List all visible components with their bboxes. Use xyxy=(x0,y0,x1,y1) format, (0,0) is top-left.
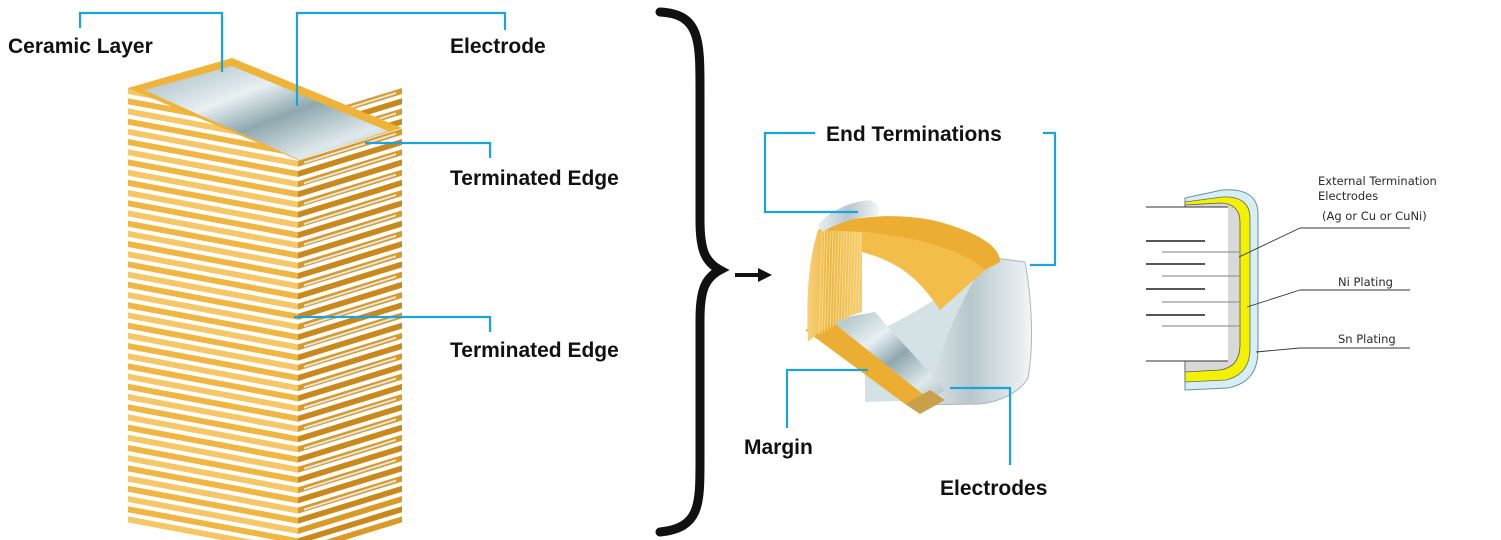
stack-sheet xyxy=(128,506,402,540)
stack-sheet xyxy=(128,373,402,412)
stack-sheet xyxy=(128,414,402,453)
stack-sheet xyxy=(128,302,402,341)
label-sn-plating: Sn Plating xyxy=(1338,332,1396,346)
stack-sheet xyxy=(128,363,402,402)
stack-sheet xyxy=(128,516,402,540)
label-ceramic-layer: Ceramic Layer xyxy=(8,35,153,58)
callout-terminated-edge-1 xyxy=(365,141,492,158)
stack-sheet xyxy=(128,179,402,218)
ceramic-body xyxy=(1146,207,1228,361)
callout-terminated-edge-2 xyxy=(294,315,492,332)
stack-sheet xyxy=(128,190,402,228)
stack-sheet xyxy=(128,292,402,330)
chip-cutaway xyxy=(805,200,1033,414)
arrow-right-icon xyxy=(735,268,772,282)
stack-sheet xyxy=(128,220,402,259)
stack-sheet xyxy=(128,353,402,392)
top-arch-surface xyxy=(862,232,985,310)
bottom-electrode-strip xyxy=(830,312,945,400)
stack-sheet xyxy=(128,230,402,269)
bottom-margin-strip xyxy=(805,320,930,404)
stack-sheet xyxy=(128,404,402,443)
leader-external-termination xyxy=(1238,227,1301,258)
leader-ni-plating xyxy=(1246,289,1301,308)
callout-electrode xyxy=(295,11,507,106)
termination-cross-section xyxy=(1146,189,1410,391)
stack-sheet xyxy=(128,271,402,310)
chip-layer-lines xyxy=(818,219,862,336)
stack-sheet xyxy=(128,475,402,514)
stack-sheet xyxy=(128,200,402,239)
stack-sheet xyxy=(128,241,402,279)
stack-sheet xyxy=(128,128,402,167)
top-arch xyxy=(818,216,1000,270)
bottom-front-edge xyxy=(905,390,945,414)
stack-sheet xyxy=(128,322,402,361)
stack-sheet xyxy=(128,261,402,300)
stack-sheet xyxy=(128,383,402,422)
callout-ceramic-layer xyxy=(78,11,224,72)
label-electrode: Electrode xyxy=(450,35,546,58)
stack-sheet xyxy=(128,169,402,208)
label-electrodes: Electrodes xyxy=(940,477,1047,500)
label-external-termination-1: External Termination xyxy=(1318,174,1437,188)
left-end-termination xyxy=(818,200,880,232)
stack-sheet xyxy=(128,312,402,351)
stack-sheet xyxy=(128,434,402,473)
label-terminated-edge-2: Terminated Edge xyxy=(450,339,619,362)
stack-sheet xyxy=(128,455,402,494)
chip-callouts xyxy=(763,131,1057,465)
stack-sheet xyxy=(128,485,402,524)
label-ni-plating: Ni Plating xyxy=(1338,275,1393,289)
top-electrode xyxy=(144,66,388,160)
stack-sheet xyxy=(128,159,402,198)
callout-electrodes xyxy=(950,386,1012,465)
stack-callouts xyxy=(78,11,507,332)
stack-sheet xyxy=(128,445,402,483)
stack-sheet xyxy=(128,465,402,504)
callout-margin xyxy=(785,368,868,428)
stack-sheet xyxy=(128,424,402,463)
layer-stack xyxy=(128,58,402,540)
stack-layers xyxy=(128,88,402,540)
leader-sn-plating xyxy=(1255,347,1301,353)
internal-electrode-lines xyxy=(1146,240,1240,327)
callout-end-terminations-right xyxy=(1030,131,1057,267)
callout-end-terminations-left xyxy=(763,131,858,214)
stack-sheet xyxy=(128,394,402,432)
stack-sheet xyxy=(128,139,402,177)
stack-sheet xyxy=(128,332,402,371)
stack-sheet xyxy=(128,343,402,381)
stack-sheet xyxy=(128,210,402,249)
label-external-termination-3: (Ag or Cu or CuNi) xyxy=(1322,209,1427,223)
stack-sheet xyxy=(128,496,402,534)
label-end-terminations: End Terminations xyxy=(826,123,1002,146)
stack-sheet xyxy=(128,281,402,320)
label-margin: Margin xyxy=(744,436,813,459)
stack-sheet xyxy=(128,149,402,188)
label-terminated-edge-1: Terminated Edge xyxy=(450,167,619,190)
stack-sheet xyxy=(128,251,402,290)
label-external-termination-2: Electrodes xyxy=(1318,189,1378,203)
right-curly-brace-icon xyxy=(655,7,730,537)
